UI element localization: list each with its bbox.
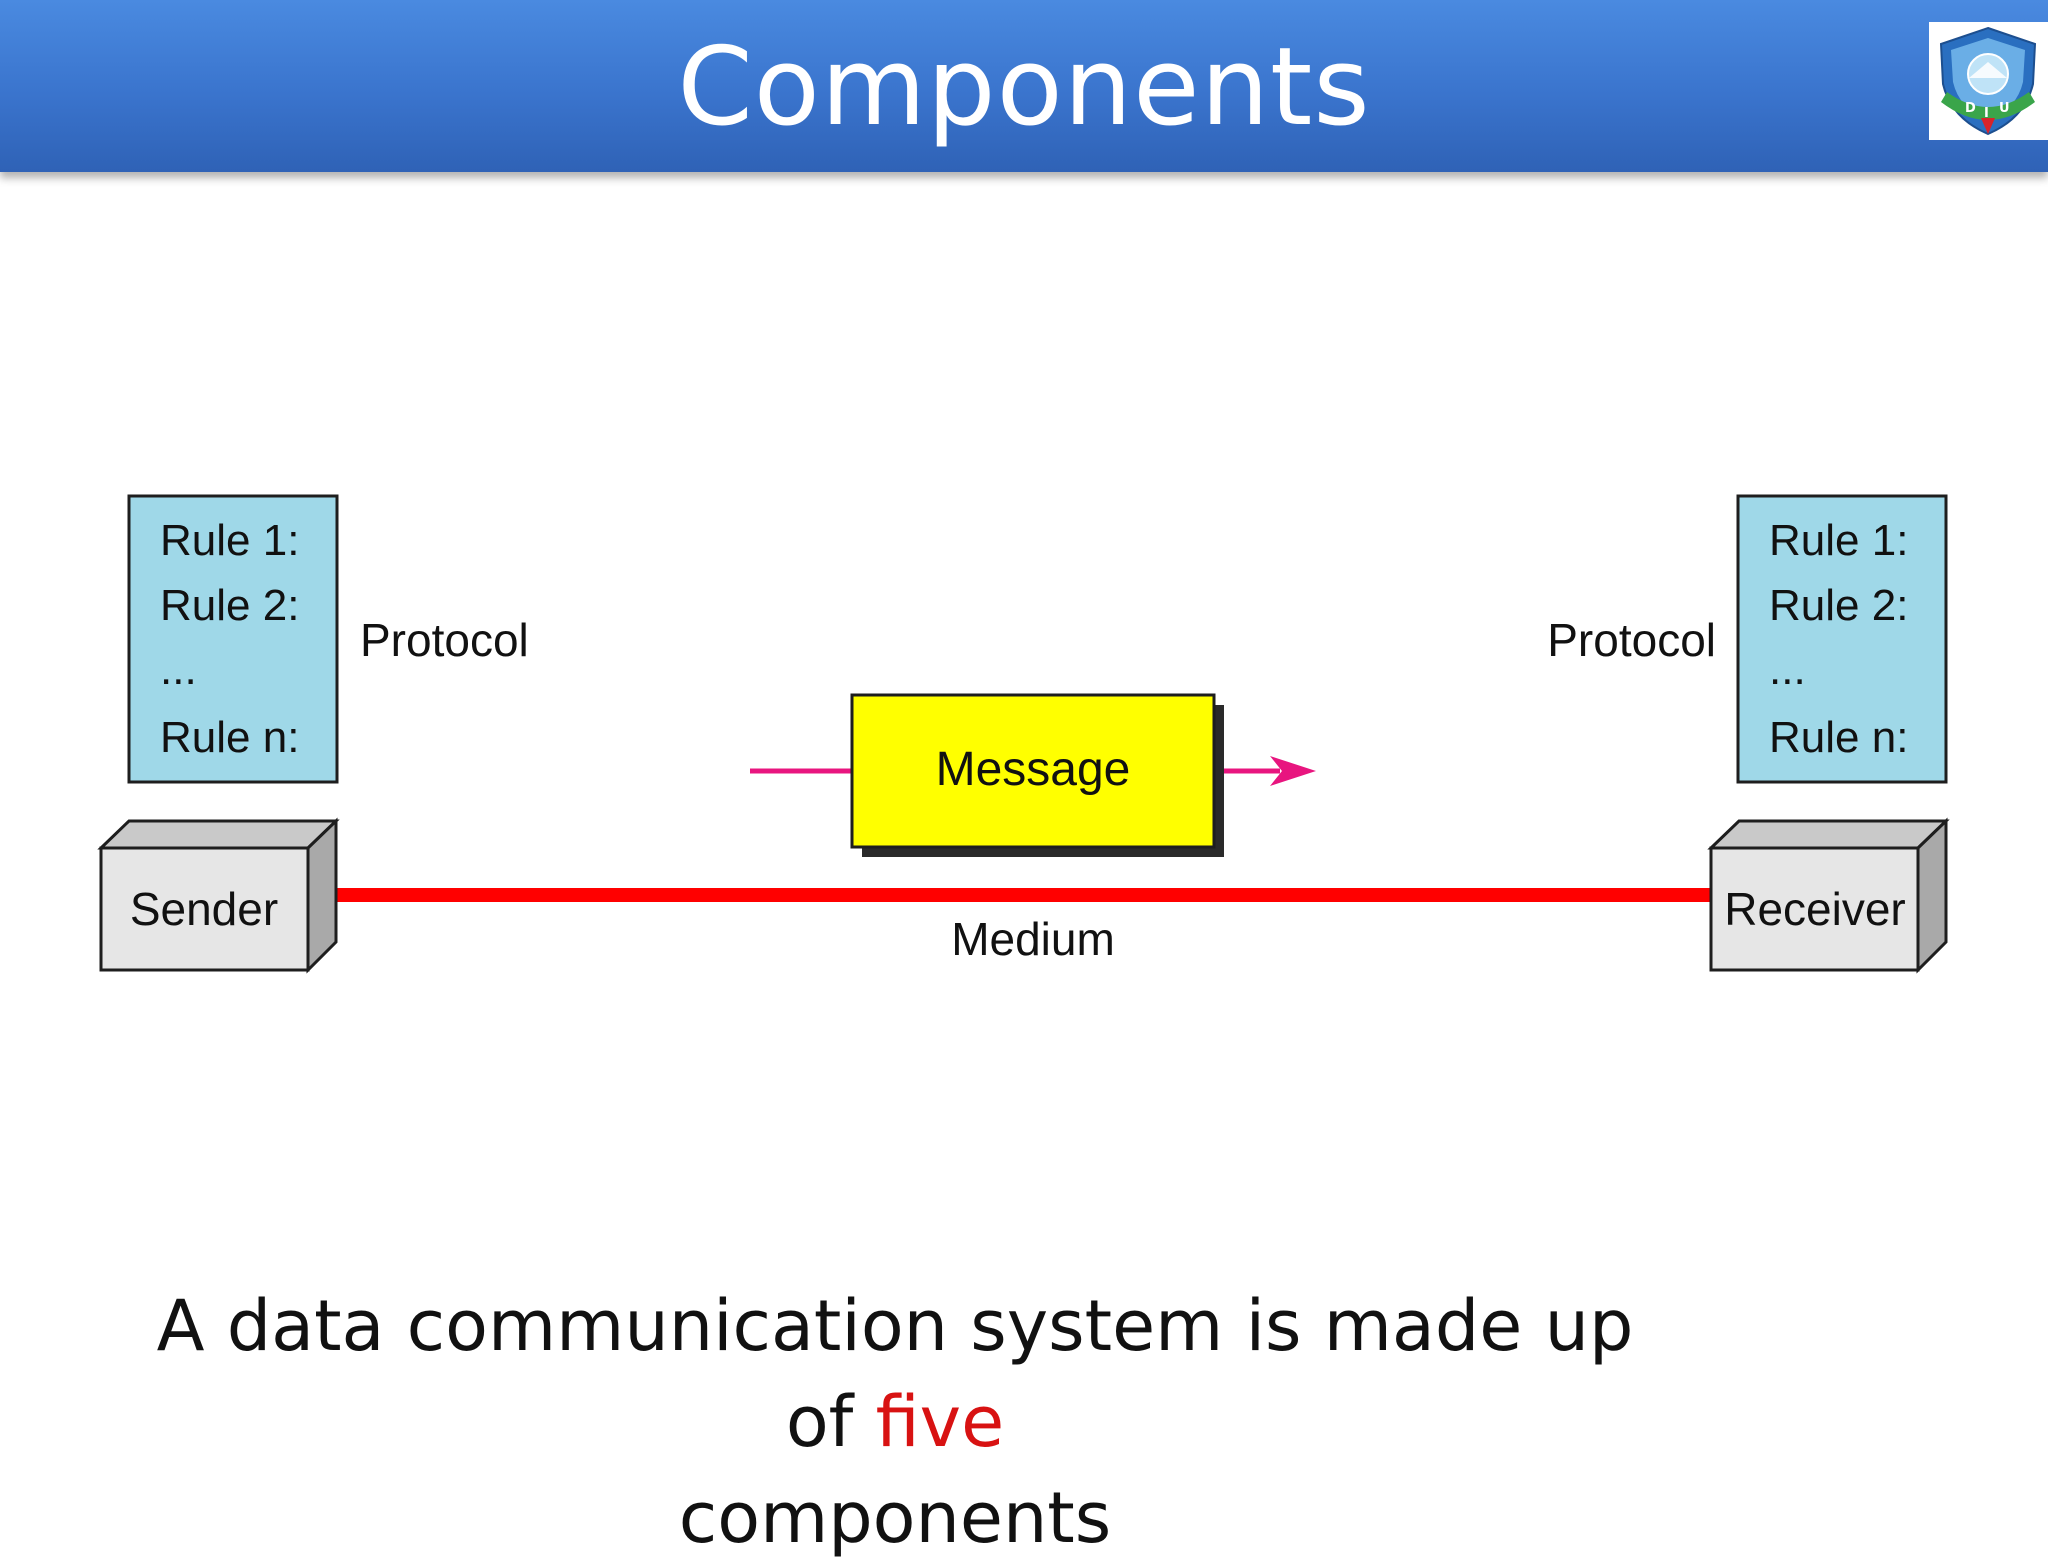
slide-title: Components [677,25,1371,150]
sender-rule-2: Rule 2: [160,581,299,630]
sender-rule-n: Rule n: [160,713,299,762]
slide-caption: A data communication system is made up o… [150,1278,1640,1566]
receiver-rule-1: Rule 1: [1769,516,1908,565]
caption-text-end: components [678,1477,1112,1559]
sender-protocol-box [127,494,339,784]
sender-protocol-label: Protocol [360,614,529,666]
receiver-device-top [1707,819,1950,850]
sender-device-side [306,817,338,974]
receiver-rule-ellipsis: ... [1769,645,1806,694]
title-bar [0,0,2048,172]
receiver-device-face [1709,846,1920,972]
receiver-device-side [1916,817,1948,974]
sender-device-face [99,846,310,972]
sender-rule-ellipsis: ... [160,645,197,694]
sender-device-label: Sender [130,883,278,935]
message-arrowhead-icon [1270,756,1316,786]
receiver-protocol-box [1736,494,1948,784]
svg-text:I: I [1984,106,1989,121]
medium-label: Medium [951,913,1115,965]
caption-text: A data communication system is made up o… [156,1285,1634,1463]
receiver-device-label: Receiver [1724,883,1906,935]
receiver-rule-n: Rule n: [1769,713,1908,762]
sender-rule-1: Rule 1: [160,516,299,565]
message-label: Message [936,743,1131,796]
svg-text:U: U [1999,101,2010,116]
svg-text:D: D [1965,101,1976,116]
receiver-rule-2: Rule 2: [1769,581,1908,630]
message-box [850,693,1216,849]
caption-highlight: five [875,1381,1005,1463]
sender-device-top [97,819,340,850]
university-crest-logo-icon: D I U [1929,22,2048,140]
receiver-protocol-label: Protocol [1547,614,1716,666]
